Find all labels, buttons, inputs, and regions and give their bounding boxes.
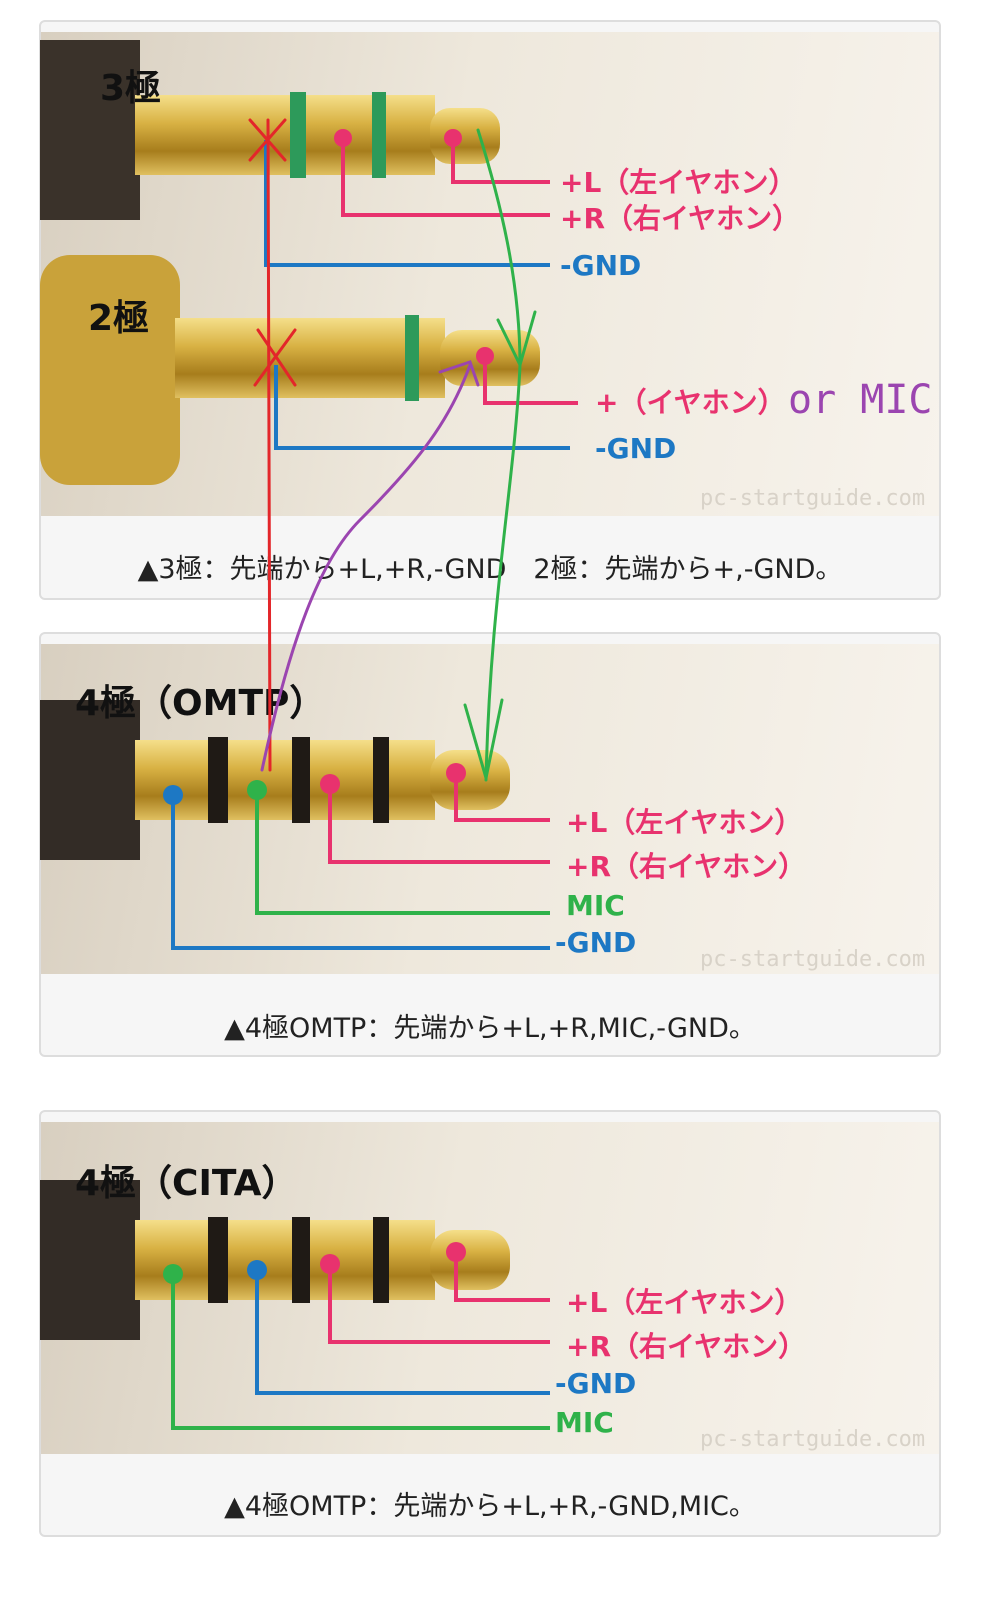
- watermark: pc-startguide.com: [700, 947, 925, 972]
- caption-3pole-2pole: ▲3極：先端から+L,+R,-GND 2極：先端から+,-GND。: [137, 554, 843, 585]
- red-annotation-line: [266, 118, 272, 772]
- title-2pole: 2極: [88, 298, 149, 339]
- wire-cita-L: [454, 1253, 550, 1302]
- contact-dot: [446, 1242, 466, 1262]
- contact-dot: [334, 129, 352, 147]
- purple-annotation-curve: [260, 363, 472, 772]
- green-arrowhead-2pole: [496, 310, 537, 370]
- title-cita: 4極（CITA）: [75, 1163, 298, 1204]
- wire-3pole-R: [341, 138, 550, 217]
- wire-omtp-mic: [255, 790, 550, 915]
- red-x-mark-2pole: [253, 328, 297, 387]
- contact-dot: [247, 780, 267, 800]
- label-omtp-R: +R（右イヤホン）: [566, 850, 806, 883]
- label-3pole-L: +L（左イヤホン）: [560, 166, 796, 199]
- wire-2pole-plus: [483, 358, 578, 405]
- label-omtp-gnd: -GND: [555, 926, 636, 959]
- label-cita-mic: MIC: [555, 1406, 614, 1439]
- wire-omtp-L: [454, 775, 550, 822]
- label-3pole-R: +R（右イヤホン）: [560, 202, 800, 235]
- label-omtp-L: +L（左イヤホン）: [566, 806, 802, 839]
- label-cita-L: +L（左イヤホン）: [566, 1286, 802, 1319]
- wire-3pole-L: [451, 138, 550, 184]
- caption-omtp: ▲4極OMTP：先端から+L,+R,MIC,-GND。: [224, 1013, 756, 1044]
- green-arrowhead-omtp: [463, 698, 504, 779]
- label-omtp-mic: MIC: [566, 889, 625, 922]
- contact-dot: [446, 763, 466, 783]
- contact-dot: [247, 1260, 267, 1280]
- label-3pole-gnd: -GND: [560, 249, 641, 282]
- wire-omtp-gnd: [171, 795, 550, 950]
- wire-2pole-gnd: [274, 365, 570, 450]
- caption-cita: ▲4極OMTP：先端から+L,+R,-GND,MIC。: [224, 1491, 756, 1522]
- title-omtp: 4極（OMTP）: [75, 683, 325, 724]
- plug-omtp: [40, 700, 510, 860]
- plug-cita: [40, 1180, 510, 1340]
- label-cita-gnd: -GND: [555, 1367, 636, 1400]
- contact-dot: [163, 785, 183, 805]
- contact-dot: [320, 1254, 340, 1274]
- contact-dot: [320, 774, 340, 794]
- plug-2pole: [40, 255, 540, 485]
- contact-dot: [163, 1264, 183, 1284]
- title-3pole: 3極: [100, 68, 161, 109]
- wire-3pole-gnd: [264, 140, 550, 267]
- purple-arrowhead: [438, 360, 480, 387]
- red-x-mark-3pole: [248, 118, 287, 162]
- wire-cita-gnd: [255, 1270, 550, 1395]
- watermark: pc-startguide.com: [700, 1427, 925, 1452]
- label-cita-R: +R（右イヤホン）: [566, 1330, 806, 1363]
- wire-cita-mic: [171, 1275, 550, 1430]
- wire-omtp-R: [328, 785, 550, 864]
- label-2pole-plus: +（イヤホン）: [595, 386, 786, 419]
- wire-cita-R: [328, 1265, 550, 1344]
- plug-3pole: [40, 40, 500, 220]
- contact-dot: [476, 347, 494, 365]
- contact-dot: [444, 129, 462, 147]
- green-annotation-arrow: [476, 128, 522, 782]
- label-2pole-gnd: -GND: [595, 432, 676, 465]
- watermark: pc-startguide.com: [700, 486, 925, 511]
- label-or-mic: or MIC: [788, 377, 933, 423]
